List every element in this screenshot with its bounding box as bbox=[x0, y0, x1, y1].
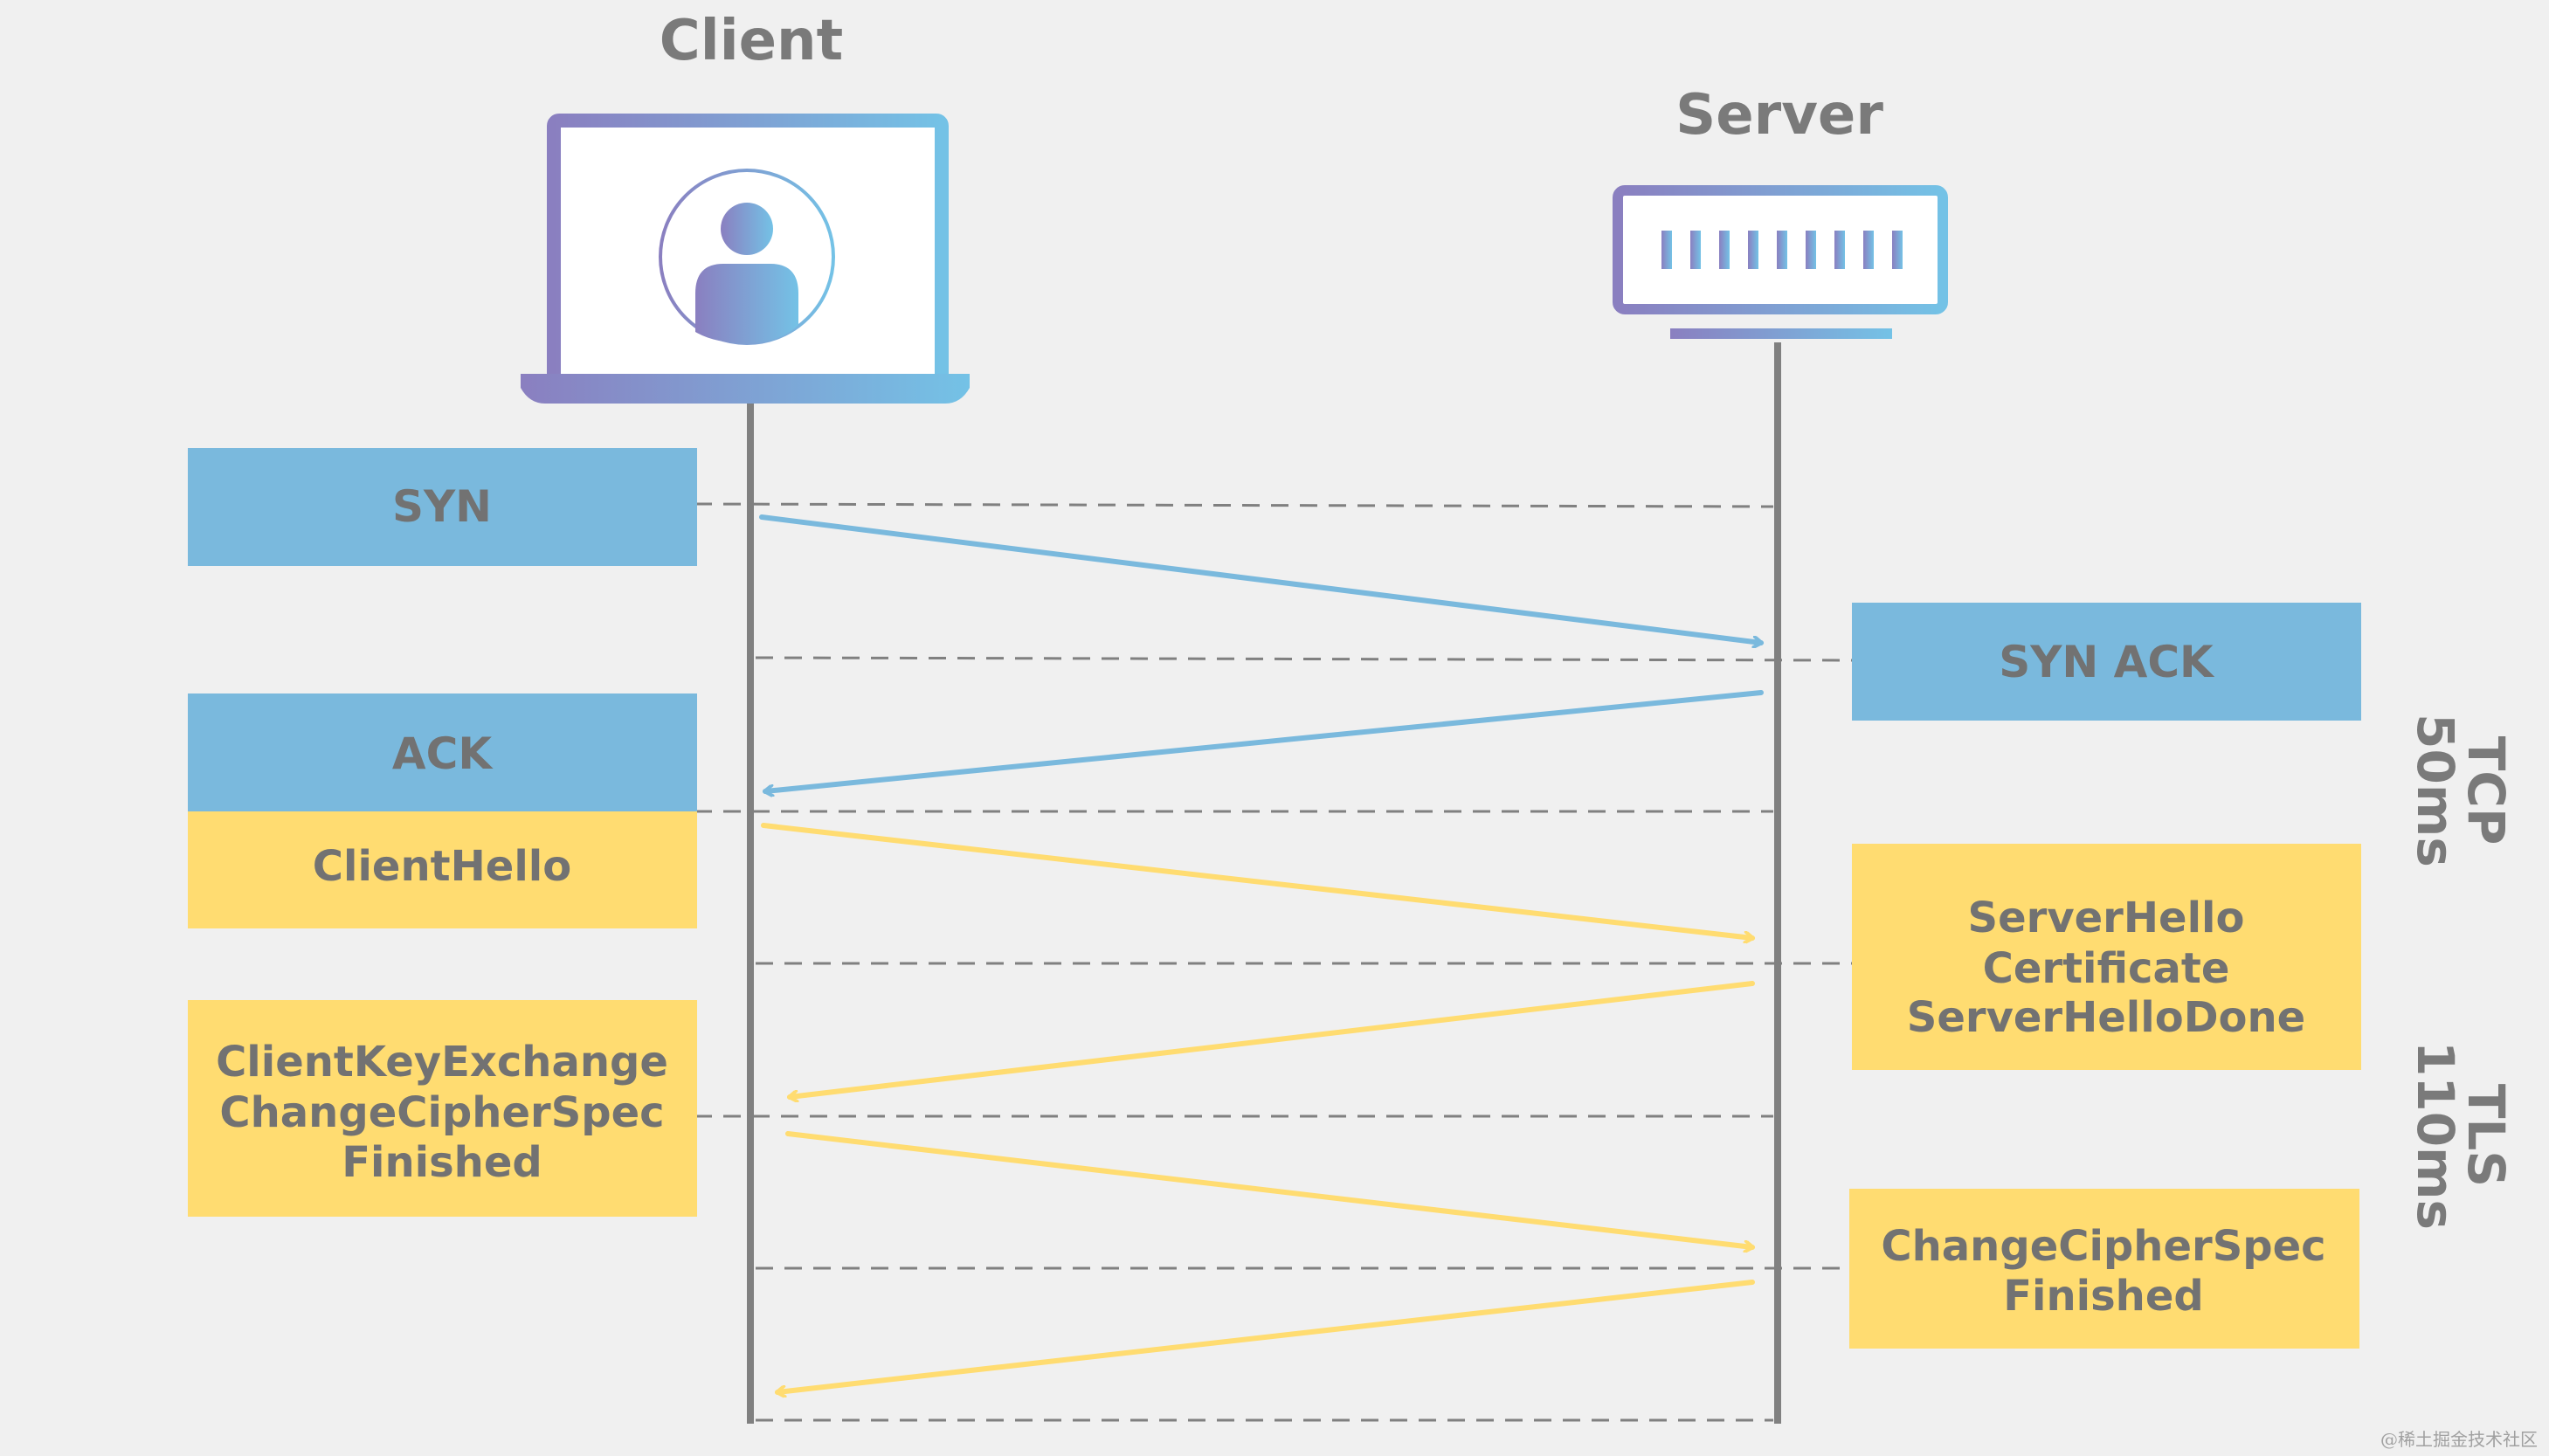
syn-arrow bbox=[759, 514, 1764, 643]
syn-label: SYN bbox=[392, 481, 492, 532]
tcp-phase-label: TCP 50ms bbox=[2406, 714, 2516, 867]
syn-ack-box: SYN ACK bbox=[1852, 603, 2361, 721]
server-hello-arrow bbox=[787, 981, 1755, 1097]
server-finish-line-2: Finished bbox=[2003, 1272, 2204, 1321]
ack-label: ACK bbox=[392, 728, 494, 779]
client-key-line-3: Finished bbox=[342, 1138, 542, 1187]
tcp-phase-time: 50ms bbox=[2406, 714, 2465, 867]
client-hello-box: ClientHello bbox=[188, 811, 697, 928]
client-key-line-2: ChangeCipherSpec bbox=[219, 1088, 664, 1137]
message-arrows bbox=[759, 514, 1764, 1392]
server-finish-arrow bbox=[775, 1280, 1755, 1392]
client-key-box: ClientKeyExchange ChangeCipherSpec Finis… bbox=[188, 1000, 697, 1217]
tcp-phase-name: TCP bbox=[2456, 736, 2516, 845]
server-hello-box: ServerHello Certificate ServerHelloDone bbox=[1852, 844, 2361, 1070]
server-finish-line-1: ChangeCipherSpec bbox=[1881, 1222, 2325, 1271]
server-hello-line-3: ServerHelloDone bbox=[1907, 993, 2305, 1042]
timing-lines bbox=[694, 502, 1853, 1422]
syn-box: SYN bbox=[188, 448, 697, 566]
client-key-line-1: ClientKeyExchange bbox=[216, 1038, 668, 1087]
watermark: @稀土掘金技术社区 bbox=[2380, 1429, 2538, 1450]
server-label: Server bbox=[1675, 83, 1883, 148]
server-hello-line-1: ServerHello bbox=[1968, 894, 2245, 942]
tls-phase-time: 110ms bbox=[2406, 1041, 2465, 1230]
client-label: Client bbox=[660, 9, 843, 73]
server-hello-line-2: Certificate bbox=[1983, 944, 2230, 993]
client-key-arrow bbox=[785, 1131, 1755, 1247]
syn-ack-arrow bbox=[763, 690, 1764, 791]
user-icon bbox=[695, 203, 798, 343]
server-finish-box: ChangeCipherSpec Finished bbox=[1849, 1189, 2359, 1349]
server-icon bbox=[1613, 185, 1948, 339]
client-hello-arrow bbox=[761, 823, 1755, 938]
syn-ack-label: SYN ACK bbox=[1999, 637, 2215, 687]
tls-phase-label: TLS 110ms bbox=[2406, 1041, 2516, 1230]
ack-box: ACK bbox=[188, 693, 697, 811]
tls-phase-name: TLS bbox=[2456, 1084, 2516, 1187]
laptop-icon bbox=[521, 114, 970, 404]
client-hello-label: ClientHello bbox=[313, 842, 571, 891]
